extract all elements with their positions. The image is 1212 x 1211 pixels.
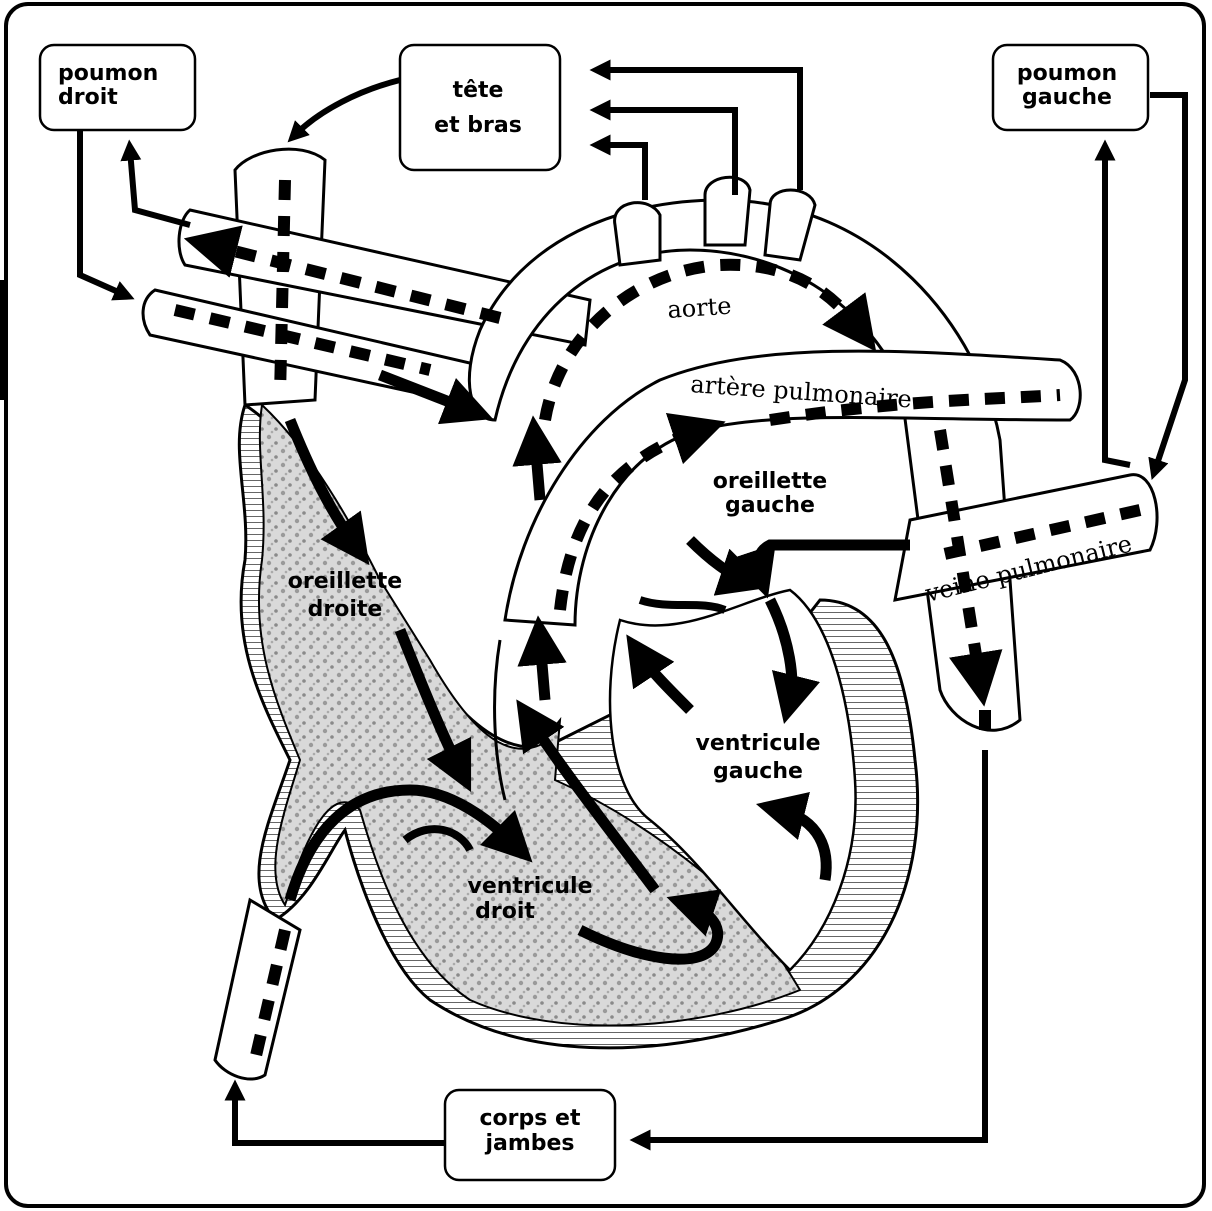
box-right-lung: poumon droit [40, 45, 195, 130]
box-head-arms: tête et bras [400, 45, 560, 170]
box-right-lung-line-1: poumon [58, 61, 158, 86]
box-left-lung-line-1: poumon [1017, 61, 1117, 86]
aorta-branch-2 [705, 177, 750, 245]
left-ventricle-line-1: ventricule [696, 731, 821, 756]
right-atrium-line-2: droite [308, 597, 383, 622]
left-atrium-line-2: gauche [725, 493, 815, 518]
left-atrium-line-1: oreillette [713, 469, 827, 494]
left-ventricle-line-2: gauche [713, 759, 803, 784]
box-body-legs: corps et jambes [445, 1090, 615, 1180]
aorta-label: aorte [666, 292, 732, 324]
right-ventricle-line-2: droit [475, 899, 535, 924]
box-body-legs-line-2: jambes [484, 1131, 574, 1156]
label-left-atrium: oreillette gauche [713, 469, 827, 518]
frame-left-bar [0, 280, 6, 400]
aorta-branch-1 [615, 203, 660, 265]
box-right-lung-line-2: droit [58, 85, 118, 110]
right-ventricle-line-1: ventricule [468, 874, 593, 899]
box-body-legs-line-1: corps et [480, 1106, 581, 1131]
box-head-arms-line-1: tête [453, 78, 504, 103]
box-left-lung: poumon gauche [993, 45, 1148, 130]
right-atrium-line-1: oreillette [288, 569, 402, 594]
box-left-lung-line-2: gauche [1022, 85, 1112, 110]
box-head-arms-line-2: et bras [434, 113, 522, 138]
